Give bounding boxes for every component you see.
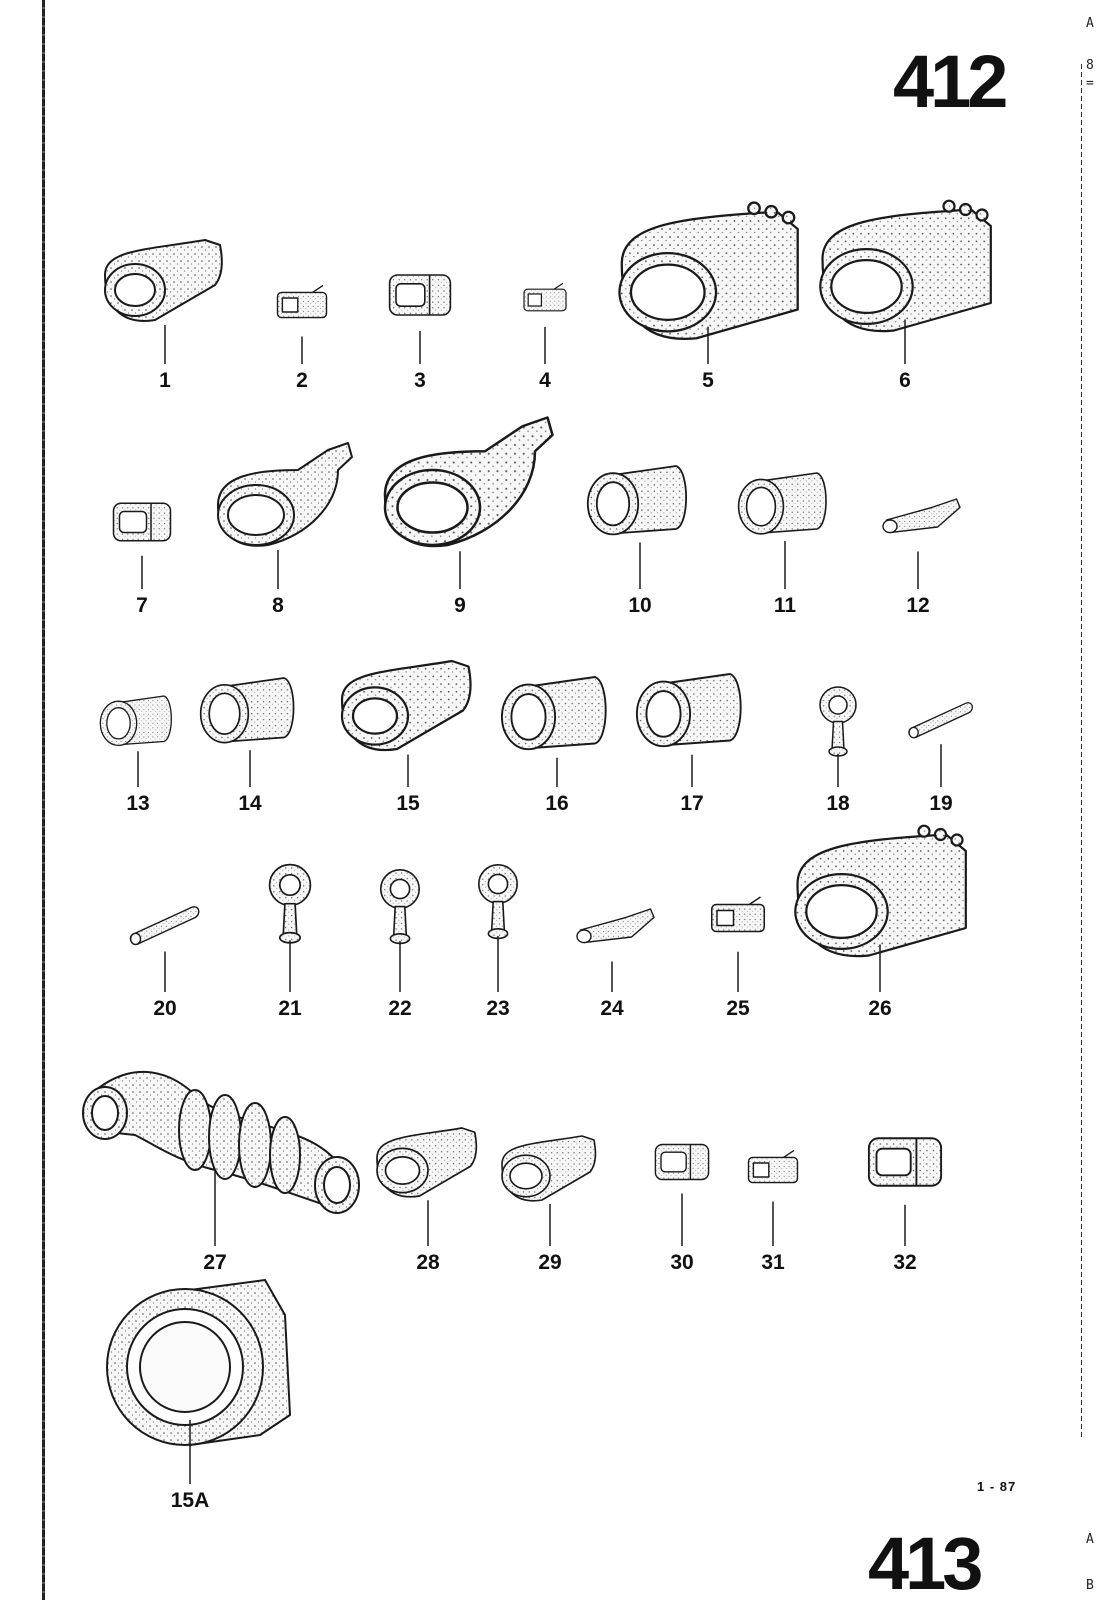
edge-letter: A <box>1086 1532 1094 1547</box>
part-15a-drawing <box>106 1279 291 1446</box>
edge-letter: A <box>1086 16 1094 31</box>
part-24-drawing <box>576 908 655 944</box>
part-12-drawing <box>882 498 961 534</box>
part-callout-15a: 15A <box>170 1489 210 1512</box>
binding-edge <box>42 0 45 1600</box>
part-callout-18: 18 <box>826 792 850 815</box>
part-callout-22: 22 <box>388 997 412 1020</box>
part-callout-13: 13 <box>126 792 150 815</box>
edition-code: 1 - 87 <box>977 1479 1017 1494</box>
part-callout-27: 27 <box>203 1251 227 1274</box>
part-26-drawing <box>794 824 967 958</box>
part-31-drawing <box>747 1149 799 1184</box>
next-page-number: 413 <box>868 1522 983 1605</box>
part-callout-4: 4 <box>539 369 551 392</box>
part-callout-11: 11 <box>773 594 797 617</box>
part-3-drawing <box>388 274 452 316</box>
part-callout-15: 15 <box>396 792 420 815</box>
part-5-drawing <box>618 201 799 341</box>
part-20-drawing <box>129 906 200 946</box>
part-callout-30: 30 <box>670 1251 694 1274</box>
part-10-drawing <box>586 465 688 536</box>
part-8-drawing <box>217 442 353 547</box>
part-callout-19: 19 <box>929 792 953 815</box>
part-30-drawing <box>654 1143 710 1181</box>
part-15-drawing <box>340 659 472 752</box>
part-callout-14: 14 <box>238 792 262 815</box>
part-18-drawing <box>819 686 857 757</box>
part-callout-16: 16 <box>545 792 569 815</box>
part-callout-32: 32 <box>893 1251 917 1274</box>
part-callout-6: 6 <box>899 369 911 392</box>
part-32-drawing <box>867 1137 943 1187</box>
part-callout-17: 17 <box>680 792 704 815</box>
part-28-drawing <box>376 1127 478 1198</box>
part-22-drawing <box>379 868 421 945</box>
part-11-drawing <box>737 472 827 535</box>
part-14-drawing <box>199 677 295 744</box>
edge-letter: B <box>1086 1578 1094 1593</box>
part-2-drawing <box>276 284 328 319</box>
part-callout-28: 28 <box>416 1251 440 1274</box>
edge-letter: 8 <box>1086 58 1094 73</box>
part-callout-8: 8 <box>272 594 284 617</box>
part-9-drawing <box>383 416 554 548</box>
part-callout-1: 1 <box>159 369 171 392</box>
part-callout-20: 20 <box>153 997 177 1020</box>
part-23-drawing <box>477 863 519 940</box>
part-callout-12: 12 <box>906 594 930 617</box>
part-13-drawing <box>99 695 172 747</box>
part-callout-2: 2 <box>296 369 308 392</box>
page-number: 412 <box>893 40 1008 123</box>
part-19-drawing <box>908 702 974 739</box>
part-callout-31: 31 <box>761 1251 785 1274</box>
part-21-drawing <box>268 863 312 944</box>
right-margin-rule <box>1081 64 1082 1440</box>
part-callout-25: 25 <box>726 997 750 1020</box>
part-callout-23: 23 <box>486 997 510 1020</box>
part-callout-26: 26 <box>868 997 892 1020</box>
part-29-drawing <box>501 1135 597 1202</box>
part-callout-21: 21 <box>278 997 302 1020</box>
part-6-drawing <box>819 199 992 333</box>
edge-letter: = <box>1086 76 1094 91</box>
part-callout-29: 29 <box>538 1251 562 1274</box>
part-callout-3: 3 <box>414 369 426 392</box>
part-callout-9: 9 <box>454 594 466 617</box>
part-callout-24: 24 <box>600 997 624 1020</box>
part-1-drawing <box>104 239 223 322</box>
part-17-drawing <box>635 673 742 748</box>
part-16-drawing <box>500 676 607 751</box>
part-7-drawing <box>112 502 172 542</box>
part-callout-5: 5 <box>702 369 714 392</box>
part-25-drawing <box>711 896 765 933</box>
part-callout-7: 7 <box>136 594 148 617</box>
part-4-drawing <box>523 282 567 312</box>
part-callout-10: 10 <box>628 594 652 617</box>
part-27-drawing <box>82 1070 360 1214</box>
